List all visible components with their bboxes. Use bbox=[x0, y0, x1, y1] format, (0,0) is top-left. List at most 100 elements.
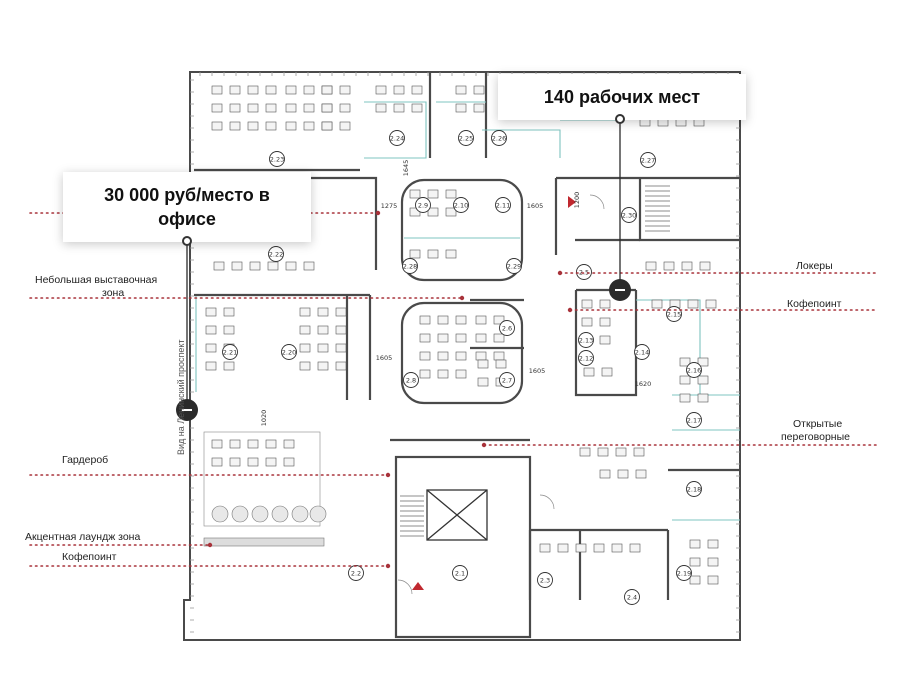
svg-text:2.20: 2.20 bbox=[282, 348, 296, 356]
leader-dots bbox=[207, 210, 573, 569]
desk bbox=[681, 261, 693, 271]
desk bbox=[223, 325, 235, 335]
workplaces-pin bbox=[615, 114, 625, 124]
desk bbox=[317, 325, 329, 335]
desk bbox=[335, 325, 347, 335]
room-number: 2.27 bbox=[640, 152, 656, 168]
svg-text:2.28: 2.28 bbox=[403, 262, 417, 270]
exit-markers bbox=[412, 196, 576, 590]
desk bbox=[419, 333, 431, 343]
desk bbox=[687, 299, 699, 309]
desk bbox=[205, 325, 217, 335]
desk bbox=[211, 439, 223, 449]
doors bbox=[397, 194, 605, 595]
svg-text:2.30: 2.30 bbox=[622, 211, 636, 219]
desk bbox=[437, 315, 449, 325]
room-number: 2.9 bbox=[415, 197, 431, 213]
zone-label-exhibition-line2: зона bbox=[102, 287, 125, 299]
desk bbox=[265, 439, 277, 449]
room-number: 2.20 bbox=[281, 344, 297, 360]
desk bbox=[211, 85, 223, 95]
desk bbox=[303, 103, 315, 113]
svg-text:2.15: 2.15 bbox=[667, 310, 681, 318]
room-number: 2.10 bbox=[453, 197, 469, 213]
desk bbox=[475, 333, 487, 343]
desk bbox=[455, 333, 467, 343]
price-pin bbox=[182, 236, 192, 246]
lounge-furniture bbox=[203, 431, 327, 547]
room-number: 2.7 bbox=[499, 372, 515, 388]
room-number: 2.17 bbox=[686, 412, 702, 428]
interior-walls bbox=[194, 72, 740, 639]
desk bbox=[283, 439, 295, 449]
svg-text:2.11: 2.11 bbox=[496, 201, 510, 209]
room-number: 2.21 bbox=[222, 344, 238, 360]
desk bbox=[299, 361, 311, 371]
desk bbox=[419, 315, 431, 325]
desk bbox=[285, 103, 297, 113]
desk bbox=[303, 261, 315, 271]
room-number: 2.14 bbox=[634, 344, 650, 360]
svg-text:2.16: 2.16 bbox=[687, 366, 701, 374]
desk bbox=[575, 543, 587, 553]
svg-text:2.12: 2.12 bbox=[579, 354, 593, 362]
desk bbox=[455, 85, 467, 95]
desk bbox=[633, 447, 645, 457]
room-number: 2.16 bbox=[686, 362, 702, 378]
desk bbox=[335, 307, 347, 317]
desk bbox=[493, 333, 505, 343]
desk bbox=[317, 343, 329, 353]
desk bbox=[427, 207, 439, 217]
desk bbox=[455, 315, 467, 325]
svg-text:2.8: 2.8 bbox=[406, 376, 416, 384]
desk bbox=[419, 351, 431, 361]
desk bbox=[697, 375, 709, 385]
svg-text:2.19: 2.19 bbox=[677, 569, 691, 577]
desk bbox=[283, 457, 295, 467]
desk bbox=[265, 85, 277, 95]
desk bbox=[635, 469, 647, 479]
desk bbox=[579, 447, 591, 457]
desk bbox=[615, 447, 627, 457]
collapse-price-icon[interactable] bbox=[176, 399, 198, 421]
desk bbox=[317, 307, 329, 317]
dimension-label: 1275 bbox=[381, 202, 398, 210]
dimension-label: 1020 bbox=[260, 410, 268, 427]
desk bbox=[455, 103, 467, 113]
svg-text:2.10: 2.10 bbox=[454, 201, 468, 209]
desk bbox=[599, 299, 611, 309]
desk bbox=[689, 557, 701, 567]
desk bbox=[455, 351, 467, 361]
desk bbox=[211, 121, 223, 131]
desk bbox=[455, 369, 467, 379]
desk bbox=[437, 369, 449, 379]
room-number: 2.30 bbox=[621, 207, 637, 223]
price-callout: 30 000 руб/место в офисе bbox=[63, 172, 311, 242]
svg-text:2.9: 2.9 bbox=[418, 201, 428, 209]
desk bbox=[321, 121, 333, 131]
desk bbox=[229, 103, 241, 113]
zone-label-exhibition-line1: Небольшая выставочная bbox=[35, 274, 158, 286]
desk bbox=[229, 439, 241, 449]
desk bbox=[211, 103, 223, 113]
room-number: 2.29 bbox=[506, 258, 522, 274]
desk bbox=[247, 121, 259, 131]
desk bbox=[223, 361, 235, 371]
room-number: 2.24 bbox=[389, 130, 405, 146]
desk bbox=[393, 103, 405, 113]
svg-text:2.25: 2.25 bbox=[459, 134, 473, 142]
desk bbox=[265, 457, 277, 467]
svg-text:2.13: 2.13 bbox=[579, 336, 593, 344]
dimension-label: 1605 bbox=[376, 354, 393, 362]
desk bbox=[211, 457, 223, 467]
room-number: 2.26 bbox=[491, 130, 507, 146]
room-number: 2.11 bbox=[495, 197, 511, 213]
desk bbox=[445, 249, 457, 259]
svg-text:2.7: 2.7 bbox=[502, 376, 512, 384]
desk bbox=[593, 543, 605, 553]
collapse-workplaces-icon[interactable] bbox=[609, 279, 631, 301]
svg-text:2.22: 2.22 bbox=[269, 250, 283, 258]
dimension-label: 1605 bbox=[527, 202, 544, 210]
